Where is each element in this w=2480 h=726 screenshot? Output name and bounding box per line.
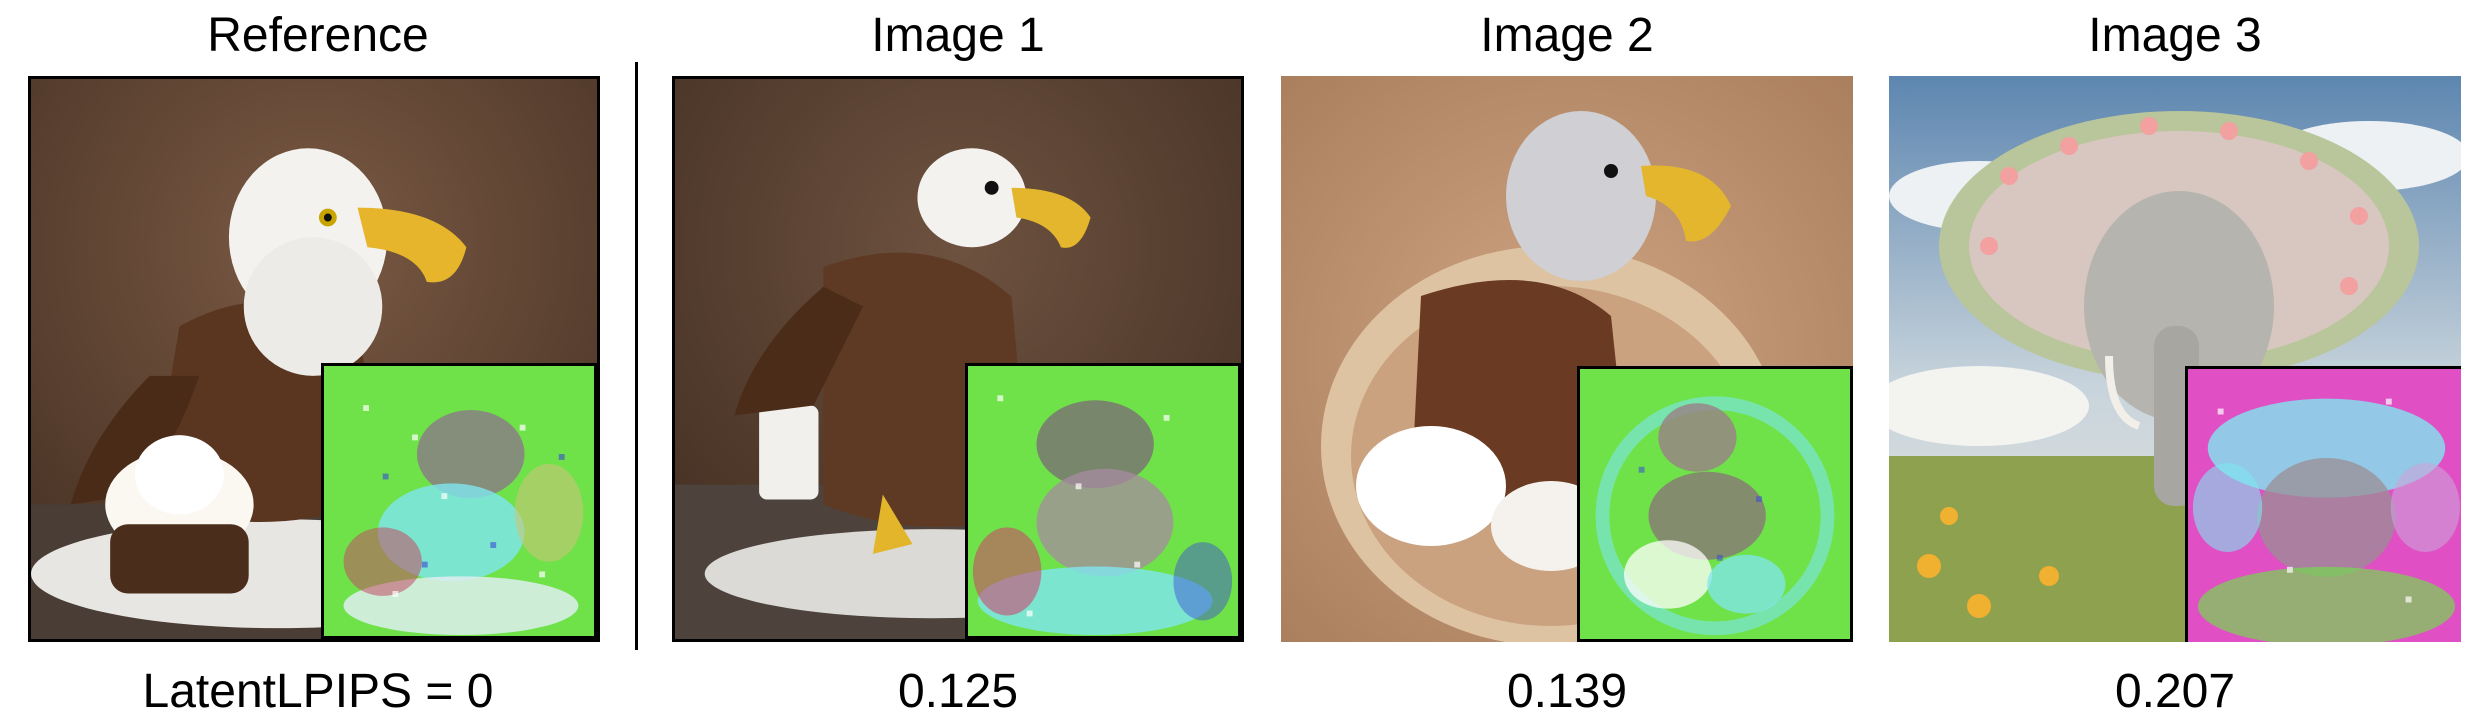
score-reference: LatentLPIPS = 0: [142, 665, 494, 718]
image-1: [672, 76, 1244, 642]
elephant-flowers-photo: [1889, 76, 2461, 642]
score-image-1: 0.125: [897, 665, 1019, 718]
latent-noise-inset: [1577, 366, 1853, 642]
score-image-3: 0.207: [2114, 665, 2236, 718]
image-2: [1281, 76, 1853, 642]
column-title-image-2: Image 2: [1480, 9, 1654, 62]
column-title-image-3: Image 3: [2088, 9, 2262, 62]
column-title-image-1: Image 1: [871, 9, 1045, 62]
latent-noise-inset: [321, 363, 597, 639]
reference-image: [28, 76, 600, 642]
image-3: [1889, 76, 2461, 642]
latent-noise-inset: [2185, 366, 2461, 642]
divider-line: [635, 62, 638, 650]
column-title-reference: Reference: [207, 9, 429, 62]
score-image-2: 0.139: [1506, 665, 1628, 718]
latent-noise-inset: [965, 363, 1241, 639]
